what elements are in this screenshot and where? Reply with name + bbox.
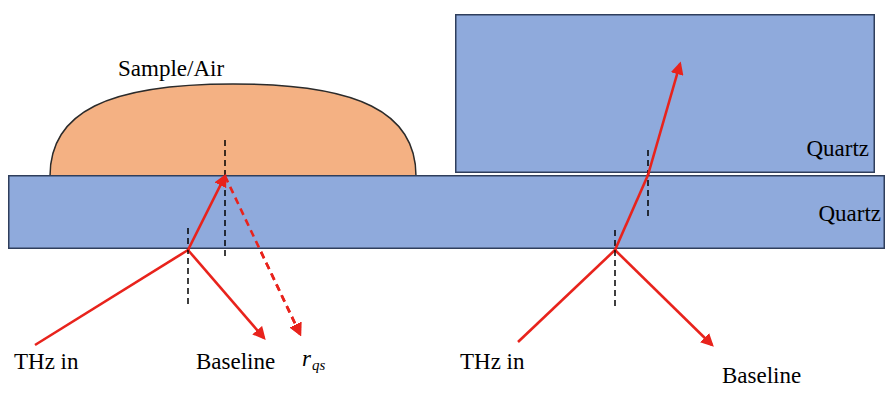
- surface-normal: [224, 140, 226, 256]
- reflection-symbol: r: [302, 346, 311, 371]
- thz-ray: [35, 250, 188, 345]
- beam-label: THz in: [14, 349, 79, 374]
- quartz-block: Quartz: [8, 175, 885, 249]
- beam-label: THz in: [460, 349, 525, 374]
- thz-ray: [615, 175, 648, 250]
- surface-normal: [614, 230, 616, 310]
- part-label: Quartz: [818, 201, 881, 226]
- thz-ray: [188, 250, 264, 338]
- part-label: Quartz: [806, 136, 869, 161]
- droplet-shape: [50, 84, 416, 176]
- quartz-outline: [8, 175, 885, 249]
- thz-ray: [188, 176, 225, 250]
- quartz-block: Quartz: [455, 14, 875, 173]
- thz-ray: [615, 250, 712, 345]
- surface-normal: [187, 228, 189, 308]
- droplet-outline: [48, 52, 418, 177]
- beam-label: Baseline: [722, 363, 801, 388]
- quartz-rect: [9, 176, 885, 249]
- surface-normal: [647, 150, 649, 218]
- thz-ray: [225, 176, 300, 334]
- reflection-symbol: qs: [312, 357, 325, 374]
- quartz-rect: [456, 15, 875, 173]
- thz-ray: [518, 250, 615, 342]
- thz-ray: [648, 64, 680, 175]
- part-label: Sample/Air: [118, 56, 224, 81]
- beam-label: Baseline: [196, 349, 275, 374]
- sample-droplet: Sample/Air: [48, 52, 418, 177]
